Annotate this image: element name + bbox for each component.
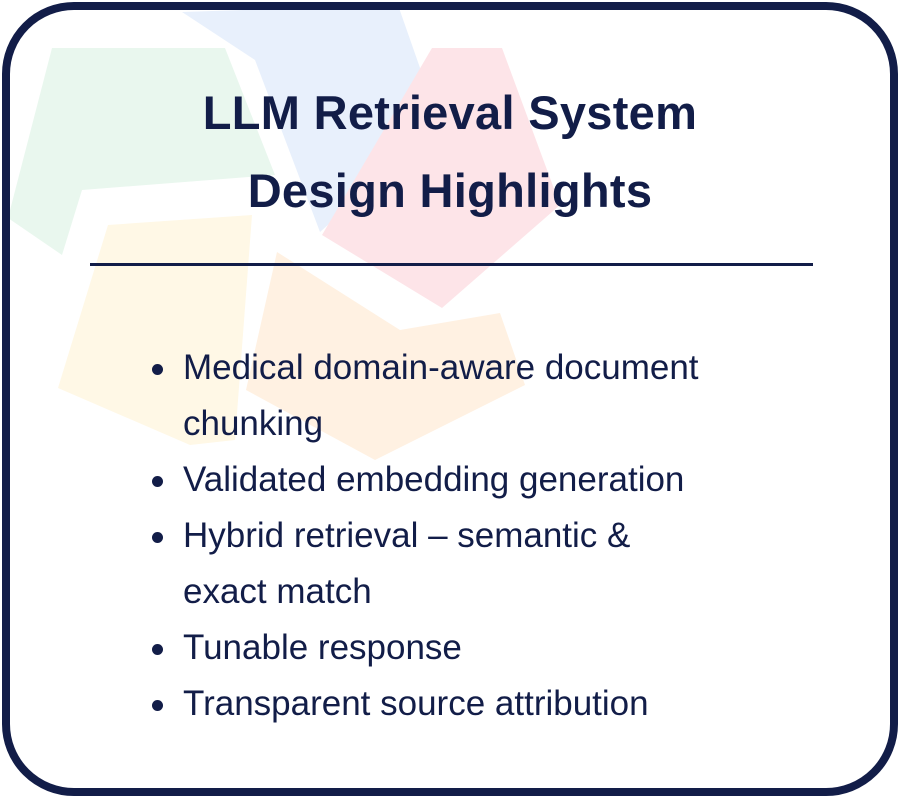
bullet-icon — [152, 476, 163, 487]
bullet-icon — [152, 532, 163, 543]
list-item: Hybrid retrieval – semantic & exact matc… — [150, 508, 830, 620]
bullet-icon — [152, 700, 163, 711]
list-item-text: Validated embedding generation — [183, 460, 685, 499]
list-item: Tunable response — [150, 620, 830, 676]
page-title: LLM Retrieval System Design Highlights — [10, 74, 890, 230]
highlights-list: Medical domain-aware document chunking V… — [150, 340, 830, 732]
list-item-text: Transparent source attribution — [183, 684, 649, 723]
list-item-text: Tunable response — [183, 628, 462, 667]
list-item-text: Medical domain-aware document chunking — [183, 348, 699, 443]
list-item: Transparent source attribution — [150, 676, 830, 732]
title-line-1: LLM Retrieval System — [202, 86, 698, 139]
list-item-text: Hybrid retrieval – semantic & exact matc… — [183, 516, 631, 611]
title-line-2: Design Highlights — [247, 164, 653, 217]
bullet-icon — [152, 364, 163, 375]
list-item: Medical domain-aware document chunking — [150, 340, 830, 452]
bullet-icon — [152, 644, 163, 655]
list-item: Validated embedding generation — [150, 452, 830, 508]
title-divider — [90, 263, 813, 266]
